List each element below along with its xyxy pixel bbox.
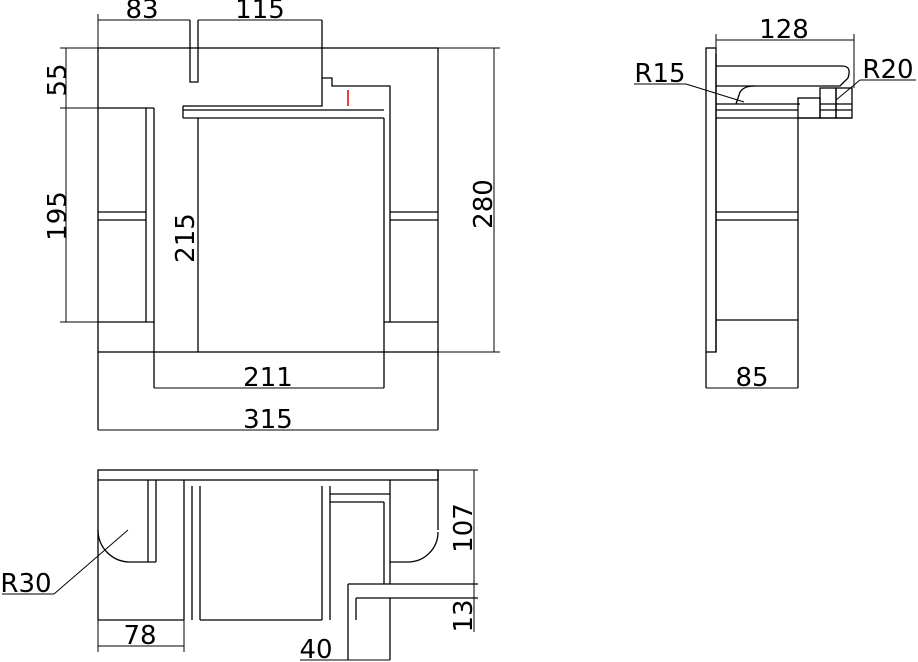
front-top-post [189, 20, 199, 83]
top-dim-78: 78 [123, 621, 156, 651]
side-block-1 [797, 97, 821, 119]
side-r15-curve [735, 85, 755, 105]
side-dim-128: 128 [759, 15, 809, 45]
top-right-curve [390, 531, 439, 563]
side-block-3 [835, 87, 853, 119]
side-block-2 [819, 87, 837, 119]
front-dim-115: 115 [235, 0, 285, 25]
side-dim-r20: R20 [862, 55, 913, 85]
side-back-panel [705, 47, 717, 353]
front-dim-55: 55 [43, 63, 73, 96]
front-dim-211: 211 [243, 363, 293, 393]
top-dim-13: 13 [449, 599, 479, 632]
side-view: 128 R15 R20 85 [634, 15, 916, 393]
front-view: 83 115 55 195 215 280 211 315 [43, 0, 500, 435]
side-dim-85: 85 [735, 363, 768, 393]
top-back-panel [97, 469, 439, 481]
front-outer-outline [97, 47, 439, 353]
front-dim-215: 215 [171, 213, 201, 263]
top-r30-curve [97, 529, 131, 563]
front-upper-step [198, 77, 391, 107]
side-dim-r15: R15 [634, 59, 685, 89]
front-dim-280: 280 [469, 179, 499, 229]
top-view: 107 13 R30 78 40 [0, 469, 479, 662]
front-dim-195: 195 [43, 191, 73, 241]
side-top-shelf [716, 65, 850, 87]
top-dim-r30: R30 [0, 569, 51, 599]
top-dim-40: 40 [299, 635, 332, 662]
front-dim-315: 315 [243, 405, 293, 435]
top-dim-107: 107 [449, 503, 479, 553]
front-dim-83: 83 [125, 0, 158, 25]
